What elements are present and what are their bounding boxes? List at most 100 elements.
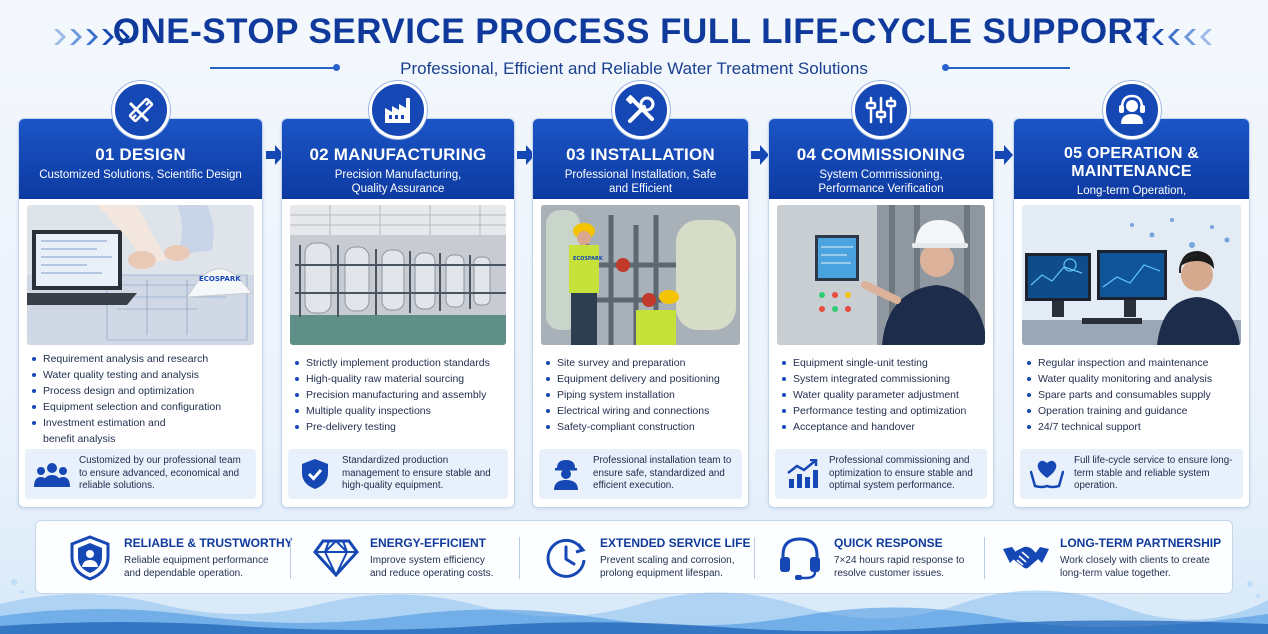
list-item: Operation training and guidance: [1024, 403, 1243, 419]
step-note: Full life-cycle service to ensure long-t…: [1020, 449, 1243, 499]
feature-title: EXTENDED SERVICE LIFE: [600, 536, 751, 550]
step-note: Customized by our professional team to e…: [25, 449, 256, 499]
list-item: Regular inspection and maintenance: [1024, 355, 1243, 371]
feature-item: QUICK RESPONSE 7×24 hours rapid response…: [776, 521, 974, 595]
list-item: Requirement analysis and research: [29, 351, 256, 367]
list-item: Performance testing and optimization: [779, 403, 987, 419]
list-item: Process design and optimization: [29, 383, 256, 399]
headphones-icon: [776, 534, 824, 582]
step-note-text: Full life-cycle service to ensure long-t…: [1074, 455, 1233, 492]
arrow-right-icon: [995, 144, 1013, 166]
operation-photo: [1022, 205, 1241, 345]
step-card-manufacturing: 02 MANUFACTURING Precision Manufacturing…: [281, 81, 515, 508]
step-note-text: Standardized production management to en…: [342, 455, 491, 492]
step-note: Professional commissioning and optimizat…: [775, 449, 987, 499]
list-item: High-quality raw material sourcing: [292, 371, 508, 387]
page-subtitle: Professional, Efficient and Reliable Wat…: [400, 59, 868, 78]
feature-title: ENERGY-EFFICIENT: [370, 536, 487, 550]
sliders-icon: [852, 81, 910, 139]
step-header: 04 COMMISSIONING System Commissioning, P…: [769, 119, 993, 199]
step-subtitle: System Commissioning, Performance Verifi…: [818, 169, 944, 195]
list-item: Strictly implement production standards: [292, 355, 508, 371]
step-title: 05 OPERATION & MAINTENANCE: [1064, 145, 1199, 180]
factory-icon: [369, 81, 427, 139]
chart-up-icon: [783, 457, 821, 491]
step-note: Standardized production management to en…: [288, 449, 508, 499]
vest-label: ECOSPARK: [573, 256, 604, 262]
subtitle-dot-left: [333, 64, 340, 71]
arrow-right-icon: [517, 144, 535, 166]
step-title: 04 COMMISSIONING: [796, 145, 966, 164]
list-item: Water quality monitoring and analysis: [1024, 371, 1243, 387]
feature-title: QUICK RESPONSE: [834, 536, 943, 550]
subtitle-dot-right: [942, 64, 949, 71]
list-item: Water quality testing and analysis: [29, 367, 256, 383]
worker-icon: [547, 457, 585, 491]
list-item: Multiple quality inspections: [292, 403, 508, 419]
step-card-operation-maintenance: 05 OPERATION & MAINTENANCE Long-term Ope…: [1013, 81, 1250, 508]
arrow-right-icon: [266, 144, 284, 166]
feature-desc: Work closely with clients to create long…: [1060, 555, 1210, 579]
diamond-icon: [312, 534, 360, 582]
helmet-label: ECOSPARK: [199, 275, 241, 283]
feature-divider: [984, 537, 985, 579]
step-note-text: Professional commissioning and optimizat…: [829, 455, 973, 492]
feature-divider: [290, 537, 291, 579]
clock-icon: [542, 534, 590, 582]
pencil-ruler-icon: [111, 81, 170, 139]
feature-item: ENERGY-EFFICIENT Improve system efficien…: [312, 521, 500, 595]
shield-check-icon: [296, 457, 334, 491]
step-title: 01 DESIGN: [95, 145, 186, 164]
step-card-commissioning: 04 COMMISSIONING System Commissioning, P…: [768, 81, 994, 508]
list-item: Spare parts and consumables supply: [1024, 387, 1243, 403]
list-item: Pre-delivery testing: [292, 419, 508, 435]
list-item: Investment estimation and benefit analys…: [29, 415, 256, 447]
design-photo: ECOSPARK: [27, 205, 254, 345]
list-item: Electrical wiring and connections: [543, 403, 742, 419]
step-bullets: Regular inspection and maintenance Water…: [1024, 355, 1243, 435]
feature-desc: Improve system efficiency and reduce ope…: [370, 555, 494, 579]
feature-item: EXTENDED SERVICE LIFE Prevent scaling an…: [542, 521, 750, 595]
arrow-right-icon: [751, 144, 769, 166]
step-bullets: Equipment single-unit testing System int…: [779, 355, 987, 435]
list-item: Equipment selection and configuration: [29, 399, 256, 415]
subtitle-rule-left: [210, 67, 335, 69]
right-chevrons-icon: [1136, 28, 1214, 46]
step-title: 03 INSTALLATION: [566, 145, 715, 164]
list-item: Equipment delivery and positioning: [543, 371, 742, 387]
step-subtitle: Precision Manufacturing, Quality Assuran…: [334, 169, 462, 195]
list-item: Acceptance and handover: [779, 419, 987, 435]
list-item: Equipment single-unit testing: [779, 355, 987, 371]
list-item: 24/7 technical support: [1024, 419, 1243, 435]
step-card-design: 01 DESIGN Customized Solutions, Scientif…: [18, 81, 263, 508]
tools-icon: [611, 81, 670, 139]
feature-divider: [754, 537, 755, 579]
step-bullets: Site survey and preparation Equipment de…: [543, 355, 742, 435]
headset-icon: [1102, 81, 1161, 139]
step-note-text: Customized by our professional team to e…: [79, 455, 241, 492]
left-chevrons-icon: [52, 28, 130, 46]
feature-title: LONG-TERM PARTNERSHIP: [1060, 536, 1222, 550]
manufacturing-photo: [290, 205, 506, 345]
feature-divider: [519, 537, 520, 579]
feature-desc: Prevent scaling and corrosion, prolong e…: [600, 555, 735, 579]
shield-user-icon: [66, 534, 114, 582]
step-note-text: Professional installation team to ensure…: [593, 455, 732, 492]
feature-item: LONG-TERM PARTNERSHIP Work closely with …: [1002, 521, 1221, 595]
list-item: Site survey and preparation: [543, 355, 742, 371]
subtitle-rule-right: [945, 67, 1070, 69]
heart-hands-icon: [1028, 457, 1066, 491]
feature-item: RELIABLE & TRUSTWORTHY Reliable equipmen…: [66, 521, 293, 595]
features-band: RELIABLE & TRUSTWORTHY Reliable equipmen…: [35, 520, 1233, 594]
commissioning-photo: [777, 205, 985, 345]
installation-photo: ECOSPARK: [541, 205, 740, 345]
feature-desc: 7×24 hours rapid response to resolve cus…: [834, 555, 965, 579]
step-subtitle: Customized Solutions, Scientific Design: [39, 169, 242, 181]
list-item: Piping system installation: [543, 387, 742, 403]
step-title: 02 MANUFACTURING: [309, 145, 487, 164]
list-item: Water quality parameter adjustment: [779, 387, 987, 403]
step-card-installation: 03 INSTALLATION Professional Installatio…: [532, 81, 749, 508]
step-note: Professional installation team to ensure…: [539, 449, 742, 499]
step-bullets: Requirement analysis and research Water …: [29, 351, 256, 447]
feature-desc: Reliable equipment performance and depen…: [124, 555, 269, 579]
